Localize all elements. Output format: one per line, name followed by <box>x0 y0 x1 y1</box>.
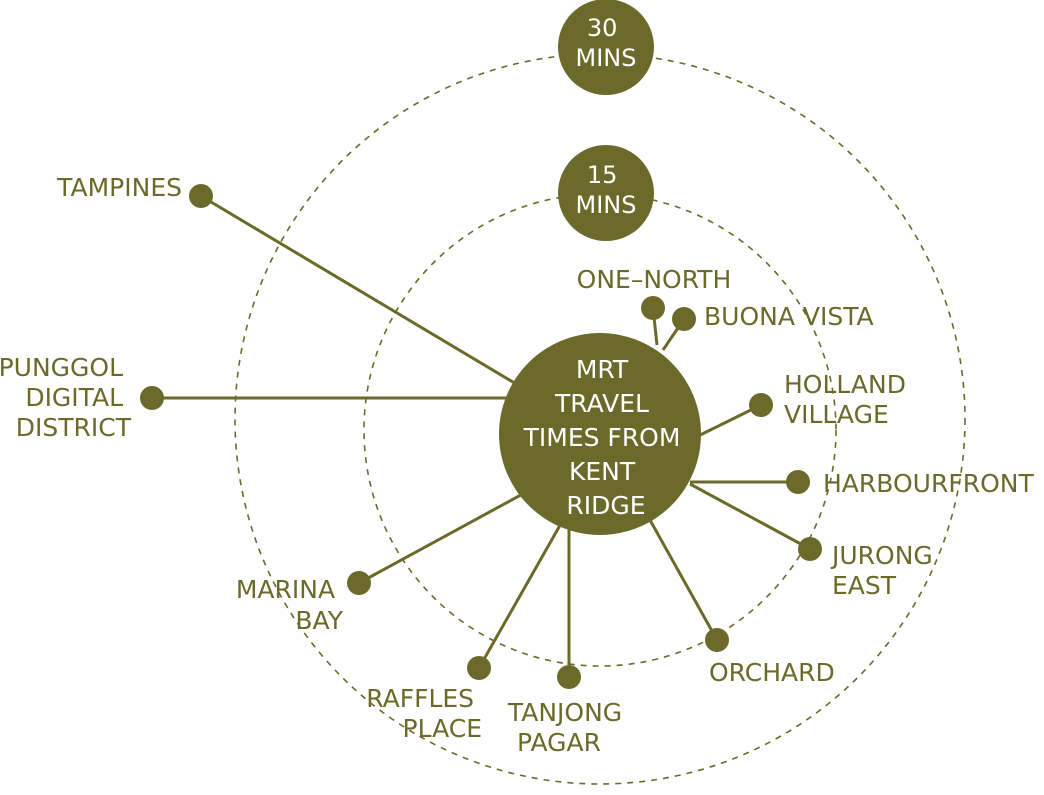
station-dot-orchard <box>705 628 729 652</box>
station-label-line: JURONG <box>830 541 933 570</box>
station-dot-tampines <box>189 184 213 208</box>
station-label-holland-village: HOLLAND VILLAGE <box>784 370 914 429</box>
station-label-line: DISTRICT <box>16 413 132 442</box>
center-line: TIMES FROM <box>523 423 681 452</box>
ring-15-circle <box>363 193 837 667</box>
ring-15-line: MINS <box>576 191 637 219</box>
spoke-jurong-east <box>689 482 811 551</box>
station-dot-one-north <box>641 296 665 320</box>
station-dot-buona-vista <box>672 307 696 331</box>
station-dot-tanjong-pagar <box>557 665 581 689</box>
center-line: RIDGE <box>566 491 645 520</box>
station-label-marina-bay: MARINA BAY <box>236 575 344 635</box>
spoke-holland-village <box>689 403 762 442</box>
station-dots <box>140 184 822 689</box>
station-dot-jurong-east <box>798 537 822 561</box>
station-dot-holland-village <box>749 393 773 417</box>
ring-15-label: 15 MINS <box>576 161 637 219</box>
station-label-line: EAST <box>832 571 897 600</box>
station-label-line: TAMPINES <box>56 173 182 202</box>
station-label-punggol: PUNGGOL DIGITAL DISTRICT <box>0 353 132 442</box>
station-label-line: ORCHARD <box>709 658 835 687</box>
station-label-buona-vista: BUONA VISTA <box>704 302 874 331</box>
ring-30-badge <box>558 0 654 95</box>
station-label-line: PUNGGOL <box>0 353 123 382</box>
station-dot-punggol <box>140 386 164 410</box>
station-dot-harbourfront <box>786 470 810 494</box>
station-label-tanjong-pagar: TANJONG PAGAR <box>507 698 630 757</box>
spoke-orchard <box>648 519 719 641</box>
center-line: KENT <box>569 457 636 486</box>
station-label-line: VILLAGE <box>784 400 889 429</box>
center-line: TRAVEL <box>554 389 649 418</box>
ring-30-label: 30 MINS <box>576 14 637 72</box>
station-label-harbourfront: HARBOURFRONT <box>823 469 1034 498</box>
station-label-line: HARBOURFRONT <box>823 469 1034 498</box>
station-label-line: PLACE <box>403 714 483 743</box>
station-label-line: BUONA VISTA <box>704 302 874 331</box>
spoke-raffles-place <box>477 519 565 669</box>
station-label-raffles-place: RAFFLES PLACE <box>366 684 482 743</box>
ring-15-badge <box>558 145 654 241</box>
station-label-one-north: ONE–NORTH <box>577 265 732 294</box>
station-label-line: HOLLAND <box>784 370 906 399</box>
center-circle <box>499 333 701 535</box>
station-label-jurong-east: JURONG EAST <box>830 541 941 600</box>
station-label-line: TANJONG <box>507 698 622 727</box>
station-label-line: BAY <box>295 606 343 635</box>
station-label-line: ONE–NORTH <box>577 265 732 294</box>
station-label-orchard: ORCHARD <box>709 658 835 687</box>
center-label: MRT TRAVEL TIMES FROM KENT RIDGE <box>523 355 689 520</box>
ring-15-line: 15 <box>587 161 618 189</box>
station-label-tampines: TAMPINES <box>56 173 182 202</box>
ring-30-line: MINS <box>576 44 637 72</box>
station-label-line: MARINA <box>236 575 335 604</box>
spoke-marina-bay <box>358 488 531 585</box>
center-line: MRT <box>576 355 629 384</box>
station-label-line: PAGAR <box>517 728 601 757</box>
station-dot-marina-bay <box>347 571 371 595</box>
station-label-line: DIGITAL <box>25 383 123 412</box>
ring-30-line: 30 <box>587 14 618 42</box>
station-label-line: RAFFLES <box>366 684 474 713</box>
station-dot-raffles-place <box>467 656 491 680</box>
